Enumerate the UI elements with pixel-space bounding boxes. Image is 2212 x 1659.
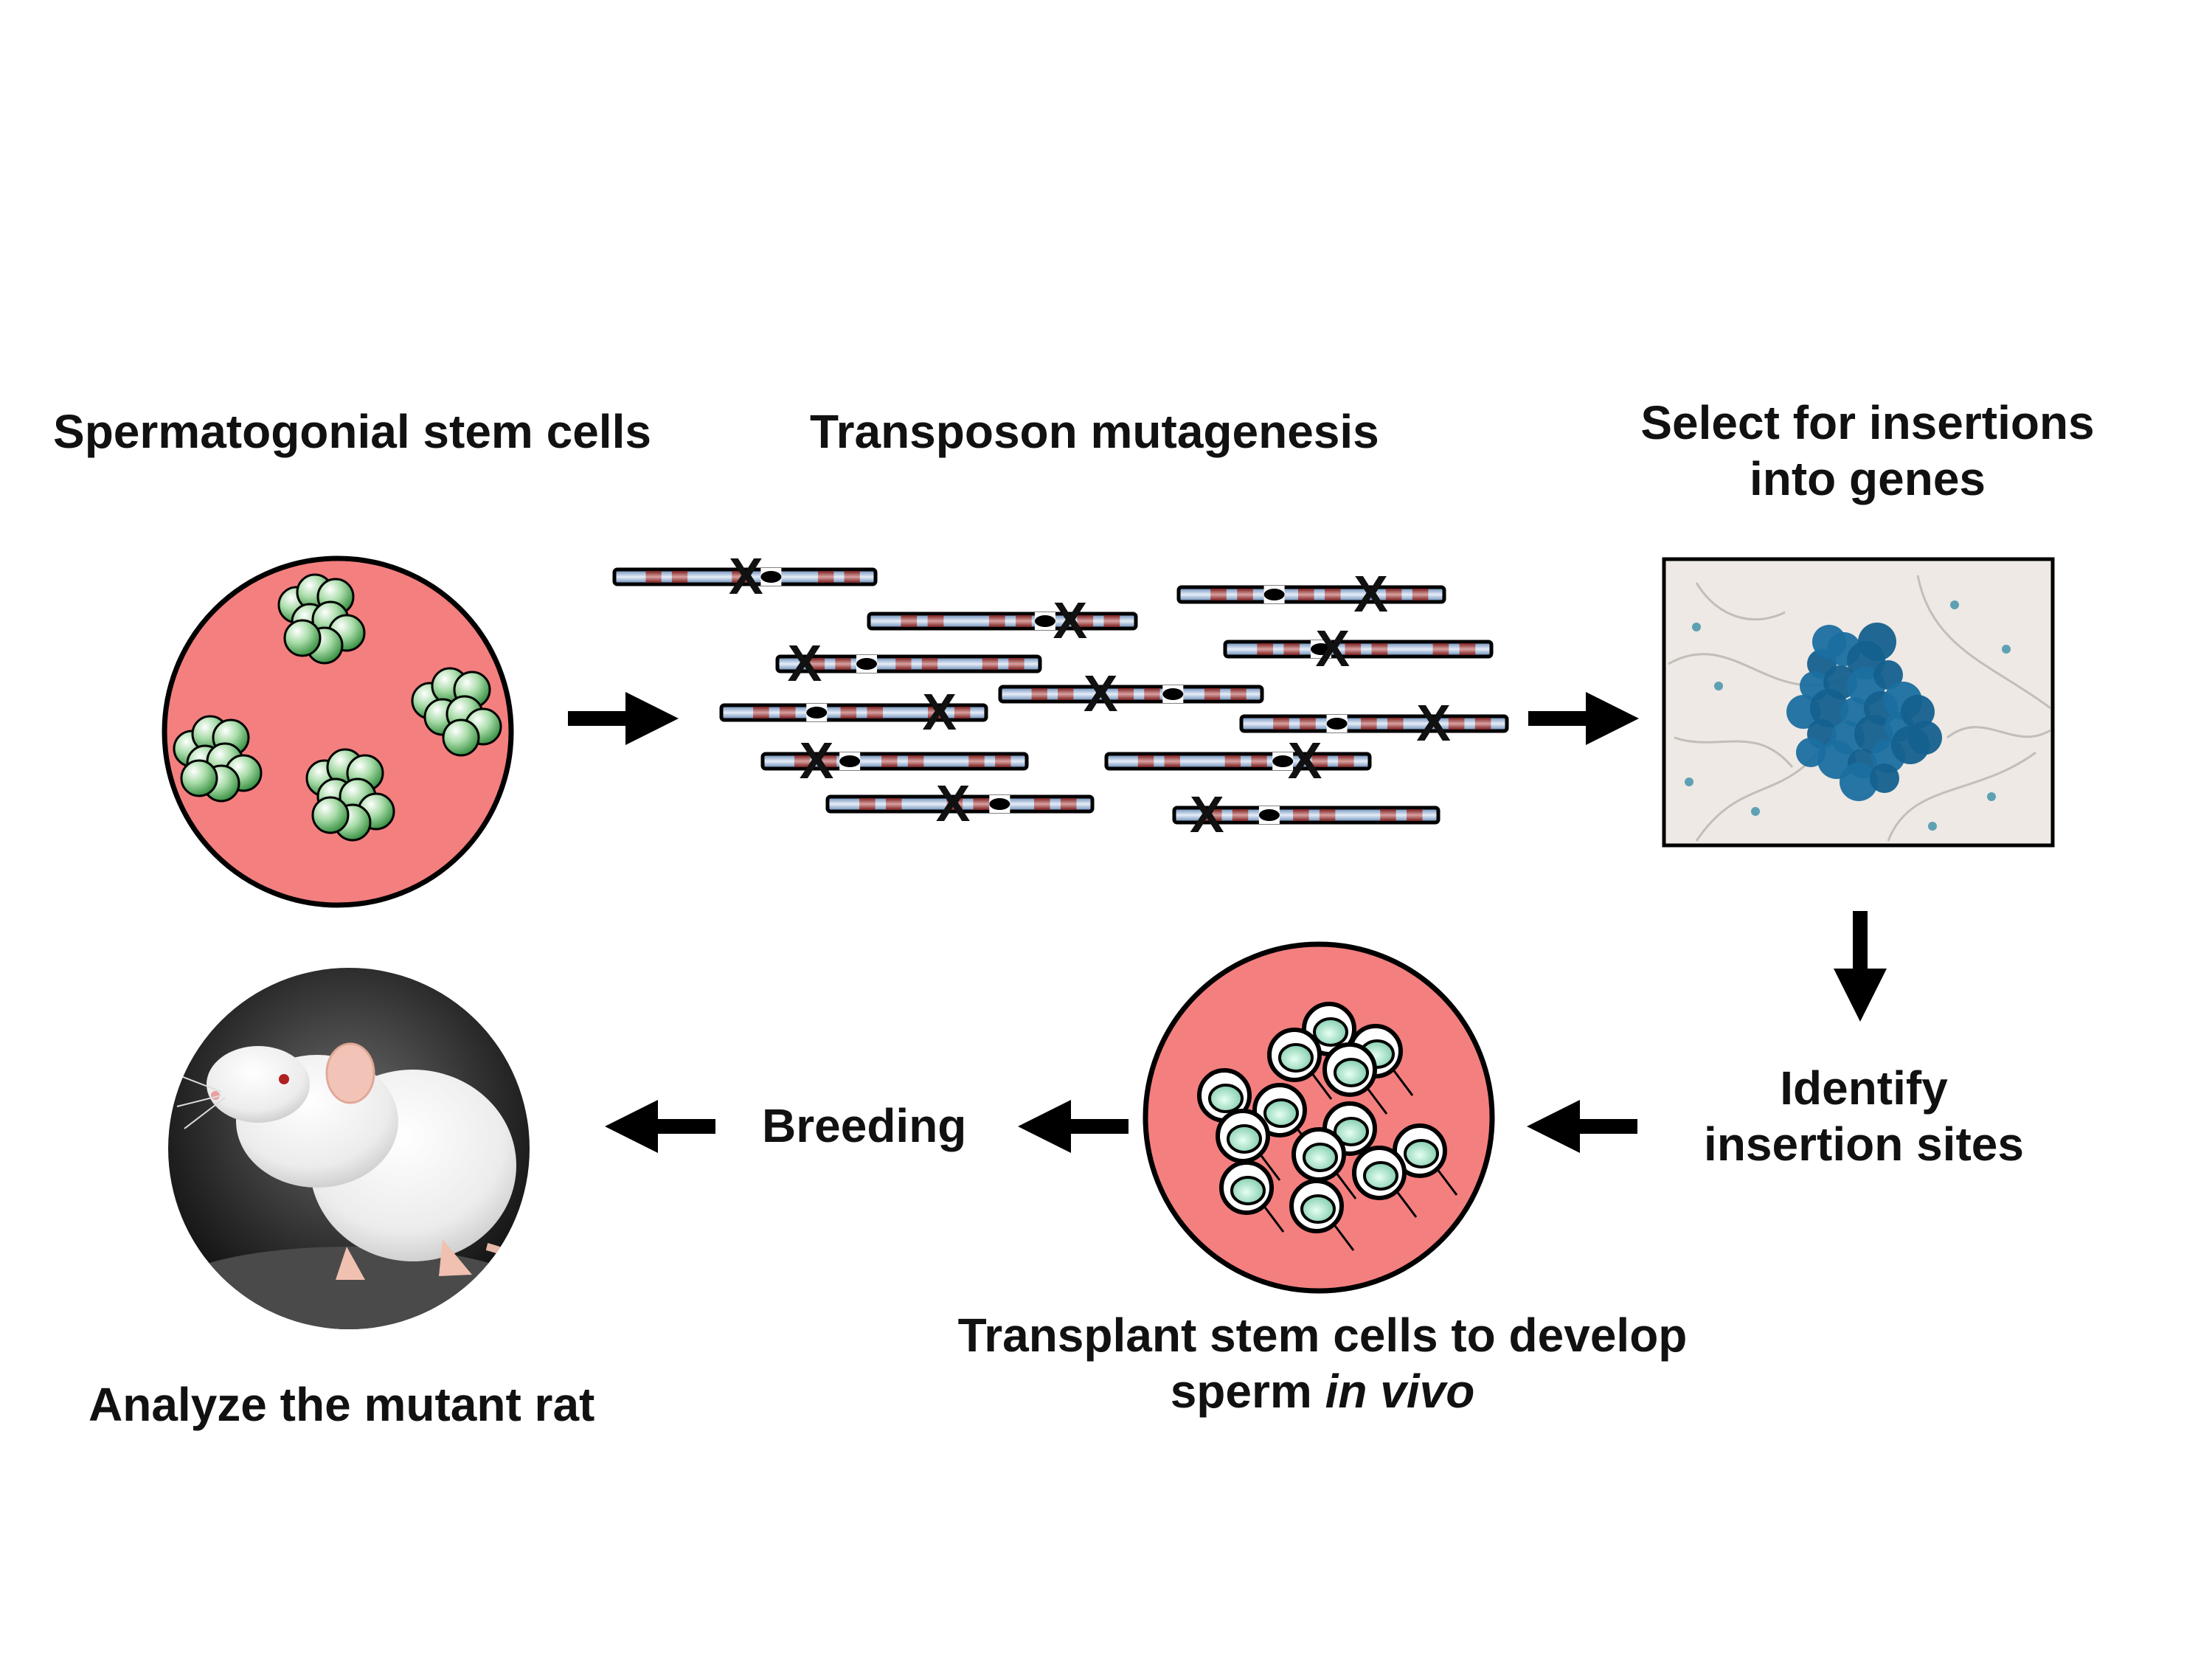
sperm-cell: [1267, 1028, 1333, 1100]
blue-stained-colony: [1685, 600, 2011, 831]
sperm-cell: [1197, 1068, 1263, 1140]
chromosome: [825, 794, 1095, 814]
chromosome: [1223, 640, 1494, 659]
stained-speck: [1987, 792, 1996, 801]
label-select-line1: Select for insertions: [1640, 396, 2095, 449]
chromosome: [1176, 585, 1446, 604]
sperm-cell: [1302, 1002, 1367, 1074]
stained-cell: [1812, 625, 1846, 659]
micrograph-stained-colony: [1662, 557, 2055, 848]
arrow-icon: [1834, 911, 1887, 1022]
chromosome: [1172, 806, 1440, 825]
label-transplant-stem-cells: Transplant stem cells to develop sperm i…: [958, 1307, 1688, 1419]
stained-speck: [2002, 645, 2011, 654]
insertion-x-mark: X: [1353, 565, 1388, 623]
sperm-cell: [1348, 1024, 1414, 1096]
stained-speck: [1751, 807, 1760, 816]
chromosome: [1239, 714, 1509, 733]
chromosome: [760, 752, 1029, 771]
label-transplant-italic: in vivo: [1325, 1365, 1475, 1418]
stem-cell-colony: [411, 667, 502, 757]
label-identify-line2: insertion sites: [1704, 1118, 2024, 1171]
insertion-x-mark: X: [1189, 786, 1224, 843]
label-spermatogonial-stem-cells: Spermatogonial stem cells: [53, 405, 651, 458]
insertion-x-mark: X: [1053, 592, 1088, 649]
insertion-x-mark: X: [922, 683, 957, 741]
chromosome: [998, 685, 1264, 704]
arrow-icon: [1527, 1100, 1637, 1153]
arrow-icon: [1018, 1100, 1128, 1153]
insertion-x-mark: X: [1287, 732, 1322, 789]
stem-cell-dish: [162, 555, 514, 908]
chromosome-field: [612, 567, 1509, 825]
sperm-cell: [1352, 1146, 1418, 1218]
label-identify-insertion-sites: Identify insertion sites: [1704, 1060, 2024, 1172]
stained-speck: [1714, 682, 1723, 690]
chromosome: [867, 612, 1138, 631]
stem-cell-colony: [277, 573, 366, 665]
mutant-rat-photo: [168, 968, 530, 1329]
chromosome: [719, 703, 988, 722]
chromosome: [1104, 752, 1372, 771]
stained-cell: [1796, 738, 1826, 767]
chromosome: [612, 567, 878, 586]
label-analyze-mutant-rat: Analyze the mutant rat: [89, 1378, 595, 1431]
insertion-x-mark: X: [799, 732, 834, 789]
flow-arrows: [568, 692, 1887, 1153]
label-breeding: Breeding: [762, 1099, 967, 1152]
stained-speck: [1685, 777, 1693, 786]
insertion-x-mark: X: [1315, 620, 1351, 677]
label-select-insertions: Select for insertions into genes: [1640, 395, 2094, 507]
stem-cell-colony: [173, 715, 263, 803]
label-transposon-mutagenesis: Transposon mutagenesis: [810, 405, 1379, 458]
insertion-x-mark: X: [787, 634, 822, 692]
stained-cell: [1810, 689, 1848, 727]
sperm-cell-cluster: [1197, 1002, 1458, 1251]
stained-cell: [1908, 721, 1942, 755]
insertion-x-mark: X: [1416, 694, 1451, 752]
stained-cell: [1901, 695, 1935, 729]
sperm-cell: [1219, 1160, 1285, 1233]
label-select-line2: into genes: [1749, 452, 1986, 505]
chromosome: [775, 654, 1042, 673]
label-transplant-line2: sperm in vivo: [958, 1363, 1688, 1419]
stained-cell: [1858, 623, 1896, 661]
sperm-cell: [1216, 1109, 1281, 1181]
insertion-x-mark: X: [935, 775, 971, 832]
sperm-cell: [1322, 1042, 1388, 1115]
stained-speck: [1928, 822, 1937, 831]
sperm-cell: [1292, 1127, 1357, 1199]
label-transplant-line1: Transplant stem cells to develop: [957, 1309, 1688, 1362]
arrow-icon: [568, 692, 679, 745]
sperm-cell: [1252, 1083, 1318, 1155]
arrow-icon: [605, 1100, 715, 1153]
stained-cell: [1870, 763, 1899, 793]
label-identify-line1: Identify: [1780, 1061, 1948, 1115]
stained-cell: [1873, 660, 1903, 690]
stained-cell: [1840, 763, 1878, 801]
insertion-x-mark: X: [729, 547, 763, 605]
arrow-icon: [1528, 692, 1639, 745]
transplant-dish: [1143, 941, 1495, 1294]
stained-speck: [1692, 623, 1701, 631]
sperm-cell: [1289, 1179, 1355, 1251]
insertion-x-mark: X: [1083, 665, 1118, 722]
stained-speck: [1950, 600, 1959, 609]
label-transplant-prefix: sperm: [1170, 1365, 1325, 1418]
stem-cell-colony: [305, 748, 395, 842]
